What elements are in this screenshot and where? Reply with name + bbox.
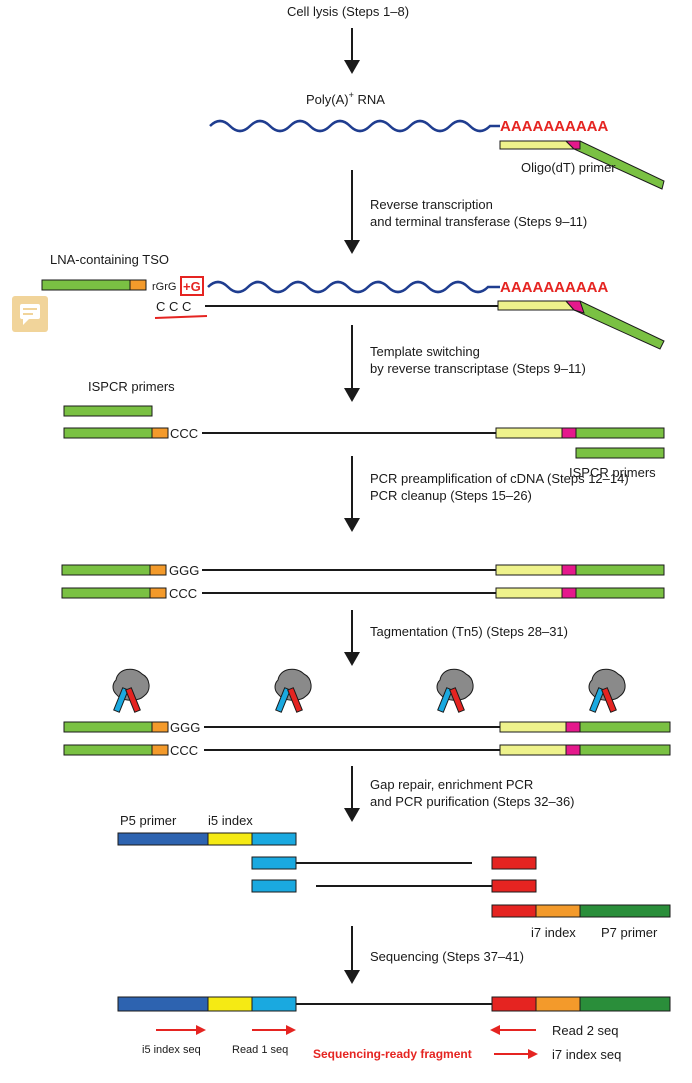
step-ts-label-1: Template switching xyxy=(370,344,480,359)
ccc-label-1: CCC xyxy=(170,426,198,441)
right-arrow-icon xyxy=(494,1049,538,1059)
ds-cdna-bottom-strand xyxy=(61,587,665,599)
tagmented-fragment-bottom xyxy=(251,879,537,893)
ccc-underline xyxy=(154,315,208,319)
ispcr-primers-top-label: ISPCR primers xyxy=(88,379,175,394)
p7-primer-label: P7 primer xyxy=(601,925,658,940)
tn5-transposase-icon xyxy=(274,668,312,713)
down-arrow-icon xyxy=(344,456,360,532)
down-arrow-icon xyxy=(344,766,360,822)
tagmented-fragment-top xyxy=(251,856,537,870)
step-seq-label: Sequencing (Steps 37–41) xyxy=(370,949,524,964)
down-arrow-icon xyxy=(344,610,360,666)
ccc-label-2: CCC xyxy=(169,586,197,601)
polya-tail-2: AAAAAAAAAA xyxy=(500,279,608,296)
ds-cdna-top-strand xyxy=(61,564,665,576)
ccc-spaced: C C C xyxy=(156,299,191,314)
step-rt-label-1: Reverse transcription xyxy=(370,197,493,212)
step-gap-label-2: and PCR purification (Steps 32–36) xyxy=(370,794,575,809)
tn5-transposase-icon xyxy=(436,668,474,713)
down-arrow-icon xyxy=(344,28,360,74)
step-cell-lysis-label: Cell lysis (Steps 1–8) xyxy=(287,4,409,19)
i7-index-label: i7 index xyxy=(531,925,576,940)
ispcr-primers-bottom-label: ISPCR primers xyxy=(569,465,656,480)
right-arrow-icon xyxy=(252,1025,296,1035)
lna-g-box xyxy=(180,276,204,296)
tagmented-top-strand xyxy=(63,721,671,733)
down-arrow-icon xyxy=(344,170,360,254)
rgrg-label: rGrG xyxy=(152,281,176,293)
ggg-label-2: GGG xyxy=(170,720,200,735)
read2-seq-label: Read 2 seq xyxy=(552,1023,619,1038)
step-tag-label: Tagmentation (Tn5) (Steps 28–31) xyxy=(370,624,568,639)
ispcr-primer-top xyxy=(63,405,153,417)
mrna-strand-2 xyxy=(207,280,500,294)
step-gap-label-1: Gap repair, enrichment PCR xyxy=(370,777,533,792)
left-arrow-icon xyxy=(490,1025,536,1035)
sequencing-ready-label: Sequencing-ready fragment xyxy=(313,1047,472,1061)
down-arrow-icon xyxy=(344,926,360,984)
i5-index-label: i5 index xyxy=(208,813,253,828)
sequencing-ready-library xyxy=(117,996,671,1012)
tagmented-bottom-strand xyxy=(63,744,671,756)
step-ts-label-2: by reverse transcriptase (Steps 9–11) xyxy=(370,361,586,376)
polya-rna-label: Poly(A)+ RNA xyxy=(306,90,385,107)
p5-primer-label: P5 primer xyxy=(120,813,177,828)
down-arrow-icon xyxy=(344,325,360,402)
i5-index-seq-label: i5 index seq xyxy=(142,1044,201,1056)
step-pcr-label-2: PCR cleanup (Steps 15–26) xyxy=(370,488,532,503)
step-pcr-label-1: PCR preamplification of cDNA (Steps 12–1… xyxy=(370,471,629,486)
p5-i5-adapter-primer xyxy=(117,832,297,846)
ccc-label-3: CCC xyxy=(170,743,198,758)
step-rt-label-2: and terminal transferase (Steps 9–11) xyxy=(370,214,587,229)
ispcr-primer-bottom xyxy=(575,447,665,459)
read1-seq-label: Read 1 seq xyxy=(232,1044,288,1056)
p7-i7-adapter-primer xyxy=(491,904,671,918)
mrna-strand xyxy=(209,119,500,133)
full-length-cdna xyxy=(63,427,665,439)
ggg-label-1: GGG xyxy=(169,563,199,578)
tn5-transposase-icon xyxy=(588,668,626,713)
right-arrow-icon xyxy=(156,1025,206,1035)
oligo-dt-primer-2 xyxy=(497,300,665,350)
polya-tail: AAAAAAAAAA xyxy=(500,118,608,135)
i7-index-seq-label: i7 index seq xyxy=(552,1047,621,1062)
tso-oligo xyxy=(41,279,147,291)
chat-bubble-icon[interactable] xyxy=(12,296,48,332)
oligo-dt-primer xyxy=(499,140,665,190)
tn5-transposase-icon xyxy=(112,668,150,713)
tso-label: LNA-containing TSO xyxy=(50,252,169,267)
lna-plus-g: +G xyxy=(183,279,201,294)
oligo-dt-label: Oligo(dT) primer xyxy=(521,160,616,175)
